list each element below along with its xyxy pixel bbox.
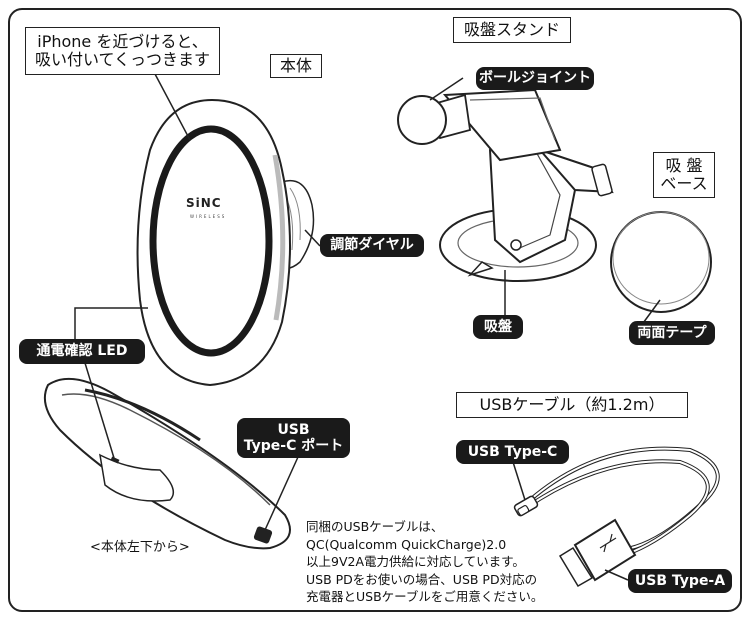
label-suction-stand: 吸盤スタンド xyxy=(453,17,571,43)
outer-frame xyxy=(8,8,742,612)
pill-double-sided-tape: 両面テープ xyxy=(629,321,715,345)
note-line: USB PDをお使いの場合、USB PD対応の xyxy=(306,571,538,587)
note-line: 以上9V2A電力供給に対応しています。 xyxy=(306,554,525,569)
note-line: 同梱のUSBケーブルは、 xyxy=(306,519,444,534)
callout-attach-text: iPhone を近づけると、 吸い付いてくっつきます xyxy=(34,31,211,69)
pill-led: 通電確認 LED xyxy=(19,339,145,364)
label-usb-cable-text: USBケーブル（約1.2m） xyxy=(479,394,665,414)
label-suction-base-text: 吸 盤 ベース xyxy=(660,155,708,193)
pill-usb-type-a: USB Type-A xyxy=(628,569,732,593)
suction-base-illustration xyxy=(610,211,712,313)
callout-attach-note: iPhone を近づけると、 吸い付いてくっつきます xyxy=(25,27,220,75)
charger-body-illustration xyxy=(136,98,315,387)
brand-logo: SiNC xyxy=(186,196,222,210)
note-line: 充電器とUSBケーブルをご用意ください。 xyxy=(306,589,544,604)
usb-cable-illustration xyxy=(513,446,720,588)
pill-usb-port: USB Type-C ポート xyxy=(237,418,350,458)
label-suction-stand-text: 吸盤スタンド xyxy=(463,19,560,39)
pill-suction: 吸盤 xyxy=(473,315,523,339)
charger-bottom-illustration xyxy=(44,377,291,550)
pill-usb-type-c: USB Type-C xyxy=(456,440,569,464)
label-suction-base: 吸 盤 ベース xyxy=(653,152,715,198)
note-line: QC(Qualcomm QuickCharge)2.0 xyxy=(306,536,507,552)
label-body: 本体 xyxy=(270,54,322,78)
label-usb-cable: USBケーブル（約1.2m） xyxy=(456,392,688,418)
leader-lines xyxy=(74,73,661,581)
pill-dial: 調節ダイヤル xyxy=(320,234,424,257)
pill-ball-joint: ボールジョイント xyxy=(476,67,594,90)
brand-sub-logo: WIRELESS xyxy=(190,214,227,219)
caption-bottom-view: <本体左下から> xyxy=(90,540,190,555)
label-body-text: 本体 xyxy=(279,55,312,75)
usb-cable-note: 同梱のUSBケーブルは、 QC(Qualcomm QuickCharge)2.0… xyxy=(306,518,543,606)
suction-stand-illustration xyxy=(397,88,614,282)
